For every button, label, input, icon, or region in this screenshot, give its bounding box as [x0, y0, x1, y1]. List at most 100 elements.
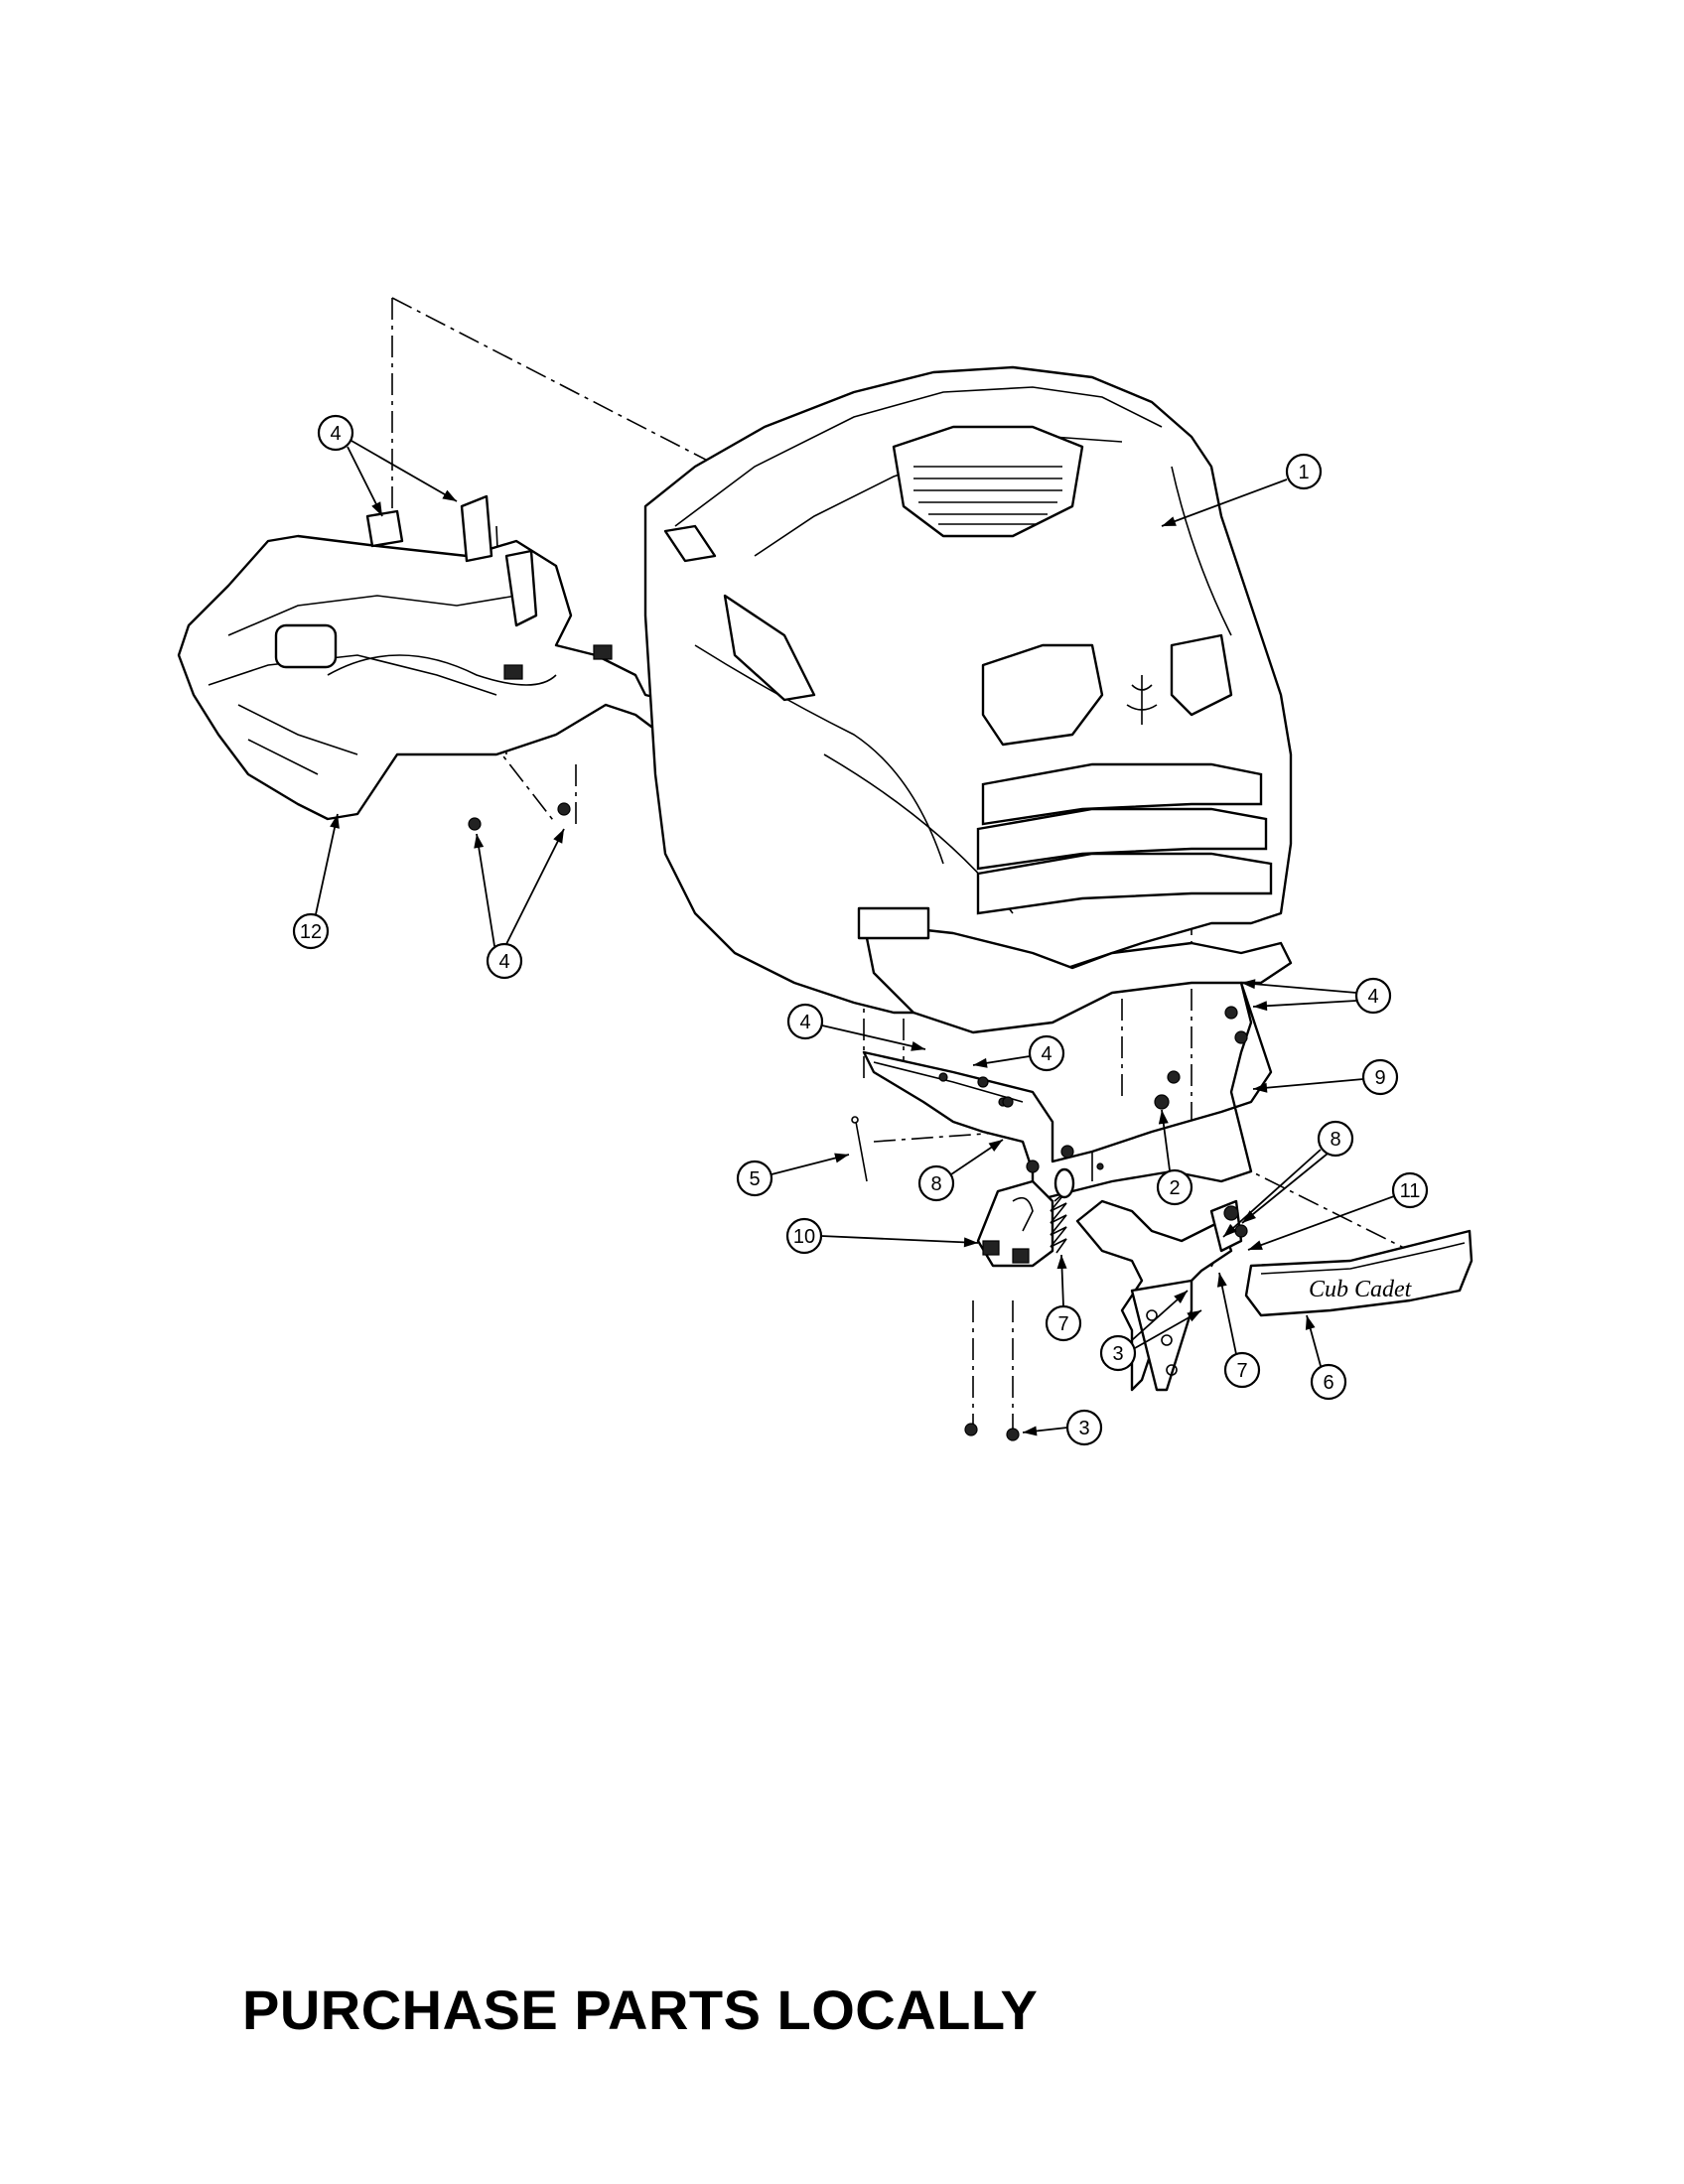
callout-arrowhead [911, 1040, 925, 1051]
footer-caption: PURCHASE PARTS LOCALLY [242, 1979, 1039, 2041]
callout-number: 3 [1112, 1343, 1123, 1365]
callout-c9: 9 [1252, 1058, 1399, 1096]
callout-circle [1065, 1409, 1103, 1446]
callout-arrowhead [1216, 1273, 1227, 1288]
callout-number: 8 [1330, 1129, 1340, 1151]
callout-circle [1223, 1351, 1261, 1389]
callout-number: 2 [1169, 1177, 1180, 1199]
callout-c4d: 4 [786, 1003, 926, 1051]
callout-arrowhead [973, 1057, 988, 1068]
callout-arrowhead [963, 1237, 978, 1248]
callout-arrowhead [1253, 1082, 1268, 1093]
callout-number: 8 [930, 1173, 941, 1195]
callout-number: 4 [1367, 986, 1378, 1008]
callout-number: 10 [793, 1226, 815, 1248]
callout-c8b: 8 [1222, 1120, 1354, 1238]
callout-circle [1317, 1120, 1354, 1158]
callout-circle [1028, 1034, 1065, 1072]
callout-circle [1045, 1304, 1082, 1342]
callout-leader [505, 828, 565, 945]
callout-number: 11 [1400, 1180, 1421, 1202]
callout-arrowhead [371, 501, 382, 516]
callout-leader [476, 833, 495, 947]
callout-circle [1156, 1168, 1193, 1206]
callout-circle [1354, 977, 1392, 1015]
callout-leader [1161, 478, 1288, 527]
callout-c7b: 7 [1216, 1272, 1261, 1389]
callout-number: 7 [1236, 1360, 1247, 1382]
callout-arrowhead [834, 1153, 849, 1163]
callout-number: 4 [799, 1012, 810, 1033]
callout-leader [820, 1235, 979, 1244]
callout-c3a: 3 [1022, 1409, 1103, 1446]
callout-c10: 10 [785, 1217, 979, 1255]
callout-number: 7 [1057, 1313, 1068, 1335]
callout-c4c: 4 [1240, 977, 1392, 1015]
cable-tie-part [851, 1116, 868, 1182]
badge-part: Cub Cadet [1244, 1229, 1474, 1317]
callout-circle [292, 912, 330, 950]
callout-arrowhead [330, 814, 340, 829]
fasteners [964, 1070, 1181, 1441]
callout-circle [785, 1217, 823, 1255]
callout-arrowhead [1305, 1315, 1316, 1330]
callout-circle [736, 1160, 773, 1197]
callout-circle [317, 414, 354, 452]
callout-arrowhead [1174, 1291, 1188, 1304]
callout-number: 12 [300, 921, 322, 943]
callout-arrowhead [1023, 1426, 1038, 1436]
callout-c4e: 4 [972, 1034, 1065, 1072]
callout-leader [821, 1024, 926, 1050]
callout-arrowhead [1162, 516, 1177, 526]
callout-arrowhead [1158, 1110, 1169, 1125]
callout-arrowhead [1242, 1210, 1257, 1223]
hood-grille [976, 762, 1273, 915]
callout-leader [1241, 1153, 1329, 1224]
callout-arrowhead [988, 1140, 1003, 1152]
callout-circle [1361, 1058, 1399, 1096]
callout-c4b: 4 [474, 828, 565, 980]
callout-arrowhead [474, 834, 485, 849]
callout-circle [786, 1003, 824, 1040]
callout-leader [351, 440, 458, 502]
hood-vent [892, 425, 1084, 538]
callout-arrowhead [1187, 1310, 1201, 1322]
callout-arrowhead [1056, 1255, 1067, 1270]
callout-c11: 11 [1247, 1171, 1429, 1251]
callout-circle [917, 1164, 955, 1202]
callout-c4a: 4 [317, 414, 458, 517]
callout-leader [1247, 1195, 1395, 1251]
callout-arrowhead [1253, 1001, 1268, 1012]
callout-number: 9 [1374, 1067, 1385, 1089]
deflector-part [177, 494, 697, 831]
callout-c7a: 7 [1045, 1254, 1082, 1342]
callout-arrowhead [553, 829, 564, 844]
callout-number: 6 [1323, 1372, 1333, 1394]
callout-arrowhead [1248, 1240, 1263, 1250]
callout-leader [1252, 1078, 1364, 1090]
hood-part [643, 365, 1293, 1034]
callout-circle [1099, 1334, 1137, 1372]
callout-circle [1391, 1171, 1429, 1209]
callout-c12: 12 [292, 813, 340, 950]
callout-number: 5 [749, 1168, 760, 1190]
callout-c5: 5 [736, 1153, 850, 1197]
callout-c2: 2 [1156, 1109, 1193, 1206]
callout-c6: 6 [1305, 1314, 1347, 1401]
callout-c8a: 8 [917, 1139, 1004, 1202]
callout-leader [1252, 1000, 1357, 1008]
callout-circle [1285, 453, 1323, 490]
callout-number: 4 [498, 951, 509, 973]
callout-c3b: 3 [1099, 1290, 1202, 1372]
callout-arrowhead [1223, 1223, 1237, 1237]
callout-arrowhead [1241, 979, 1256, 990]
callout-number: 1 [1298, 462, 1309, 483]
callout-arrowhead [442, 489, 457, 501]
callout-number: 4 [1041, 1043, 1052, 1065]
callout-leader [1240, 982, 1357, 994]
callout-c1: 1 [1161, 453, 1323, 527]
callout-number: 4 [330, 423, 341, 445]
latch-bracket-part [976, 1179, 1054, 1268]
